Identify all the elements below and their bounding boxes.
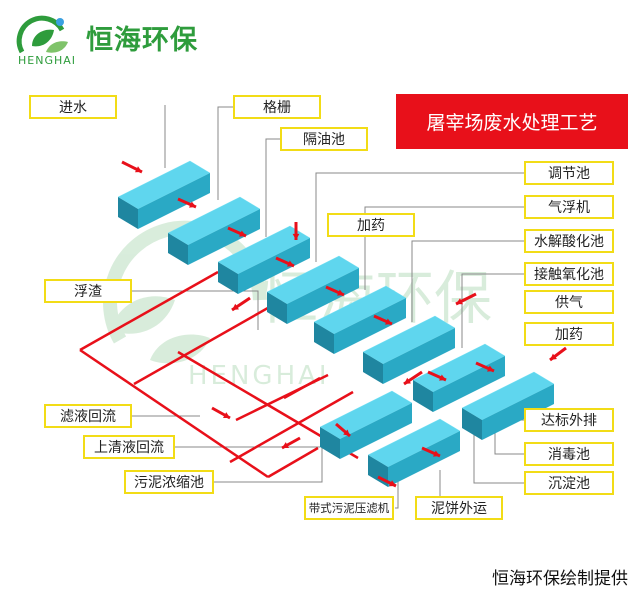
label-disinfection: 消毒池 [524,442,614,466]
logo-sub: HENGHAI [18,54,77,67]
label-supernatant-return: 上清液回流 [83,435,175,459]
flow-arrow-icon [177,197,197,209]
flow-arrow-icon [227,226,247,238]
label-sedimentation: 沉淀池 [524,471,614,495]
leader-line [132,290,259,330]
tank-grille [117,160,211,229]
tanks [117,160,555,487]
flow-arrow-icon [427,370,447,382]
leader-line [473,412,524,484]
flow-arrow-icon [403,370,423,386]
leader-line [315,172,524,262]
label-hydrolysis-tank: 水解酸化池 [524,229,614,253]
flow-arrow-icon [421,446,441,458]
leader-line [214,440,323,483]
logo-name: 恒海环保 [86,25,198,56]
label-belt-filter-press: 带式污泥压滤机 [304,496,394,520]
flow-arrow-icon [335,422,351,438]
label-grille: 格栅 [233,95,321,119]
label-dosing: 加药 [524,322,614,346]
tank-hydrolysis [313,285,407,354]
leader-line [265,138,280,237]
tank-air-flotation [266,255,360,324]
tank-sedimentation [412,343,506,412]
sludge-flow-line [79,348,269,479]
flow-arrow-icon [373,314,393,326]
leader-line [217,106,233,200]
label-dosing-top: 加药 [327,213,415,237]
tank-contact-oxidation [362,315,456,384]
watermark-sub: HENGHAI [188,361,330,391]
sludge-flow-line [79,270,219,352]
flow-arrow-icon [549,346,567,362]
flow-arrows [121,160,567,488]
flow-arrow-icon [292,222,300,240]
tank-disinfection [461,371,555,440]
leader-line [395,470,399,509]
label-inflow: 进水 [29,95,117,119]
label-cake-outbound: 泥饼外运 [415,496,503,520]
sludge-flow-line [283,376,321,400]
leaf-logo-icon [16,15,68,54]
leader-line [411,240,524,322]
label-sludge-thickening: 污泥浓缩池 [124,470,214,494]
flow-arrow-icon [281,436,301,450]
sludge-flow-line [267,446,319,479]
flow-arrow-icon [377,475,397,488]
flow-arrow-icon [121,160,143,174]
tank-oil-separator [167,196,261,265]
flow-arrow-icon [231,296,251,312]
flow-arrow-icon [325,285,345,297]
credit-text: 恒海环保绘制提供 [492,569,628,589]
sludge-flow-line [229,390,354,464]
label-contact-oxidation: 接触氧化池 [524,262,614,286]
label-air-supply: 供气 [524,290,614,314]
page-title: 屠宰场废水处理工艺 [396,94,628,149]
tank-regulating [217,225,311,294]
flow-arrow-icon [275,256,295,268]
flow-arrow-icon [475,361,495,373]
label-discharge: 达标外排 [524,408,614,432]
flow-arrow-icon [455,292,477,306]
label-oil-separator: 隔油池 [280,127,368,151]
label-regulating-tank: 调节池 [524,161,614,185]
label-air-flotation: 气浮机 [524,195,614,219]
label-scum: 浮渣 [44,279,132,303]
leader-line [461,273,524,348]
flow-arrow-icon [211,406,231,420]
tank-sludge-thickening [319,390,413,459]
label-filtrate-return: 滤液回流 [44,404,132,428]
leader-line [364,206,524,290]
